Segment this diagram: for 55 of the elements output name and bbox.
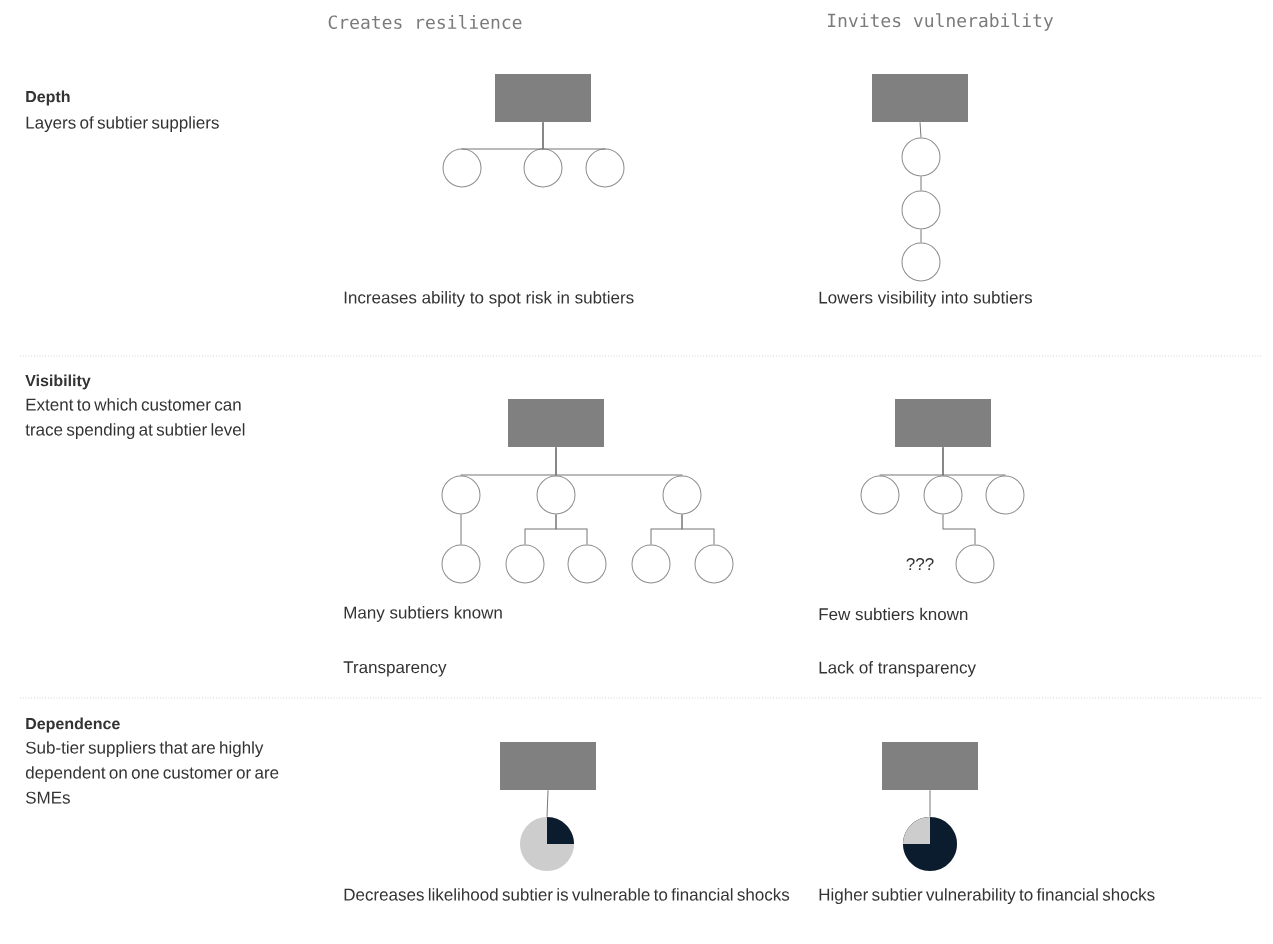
caption: Many subtiers known xyxy=(344,606,502,622)
connector-line xyxy=(681,514,715,545)
supplier-circle xyxy=(662,475,702,515)
supplier-circle xyxy=(441,475,481,515)
row-title: Visibility xyxy=(25,374,91,390)
question-marks: ??? xyxy=(906,558,934,570)
supplier-circle xyxy=(441,544,481,584)
supplier-circle xyxy=(923,475,963,515)
supplier-circle xyxy=(901,242,941,282)
row-description: Layers of subtier suppliers xyxy=(26,116,219,133)
caption: Decreases likelihood subtier is vulnerable to financial shocks xyxy=(344,888,790,901)
connector-line xyxy=(555,446,683,476)
connector-line xyxy=(929,789,931,818)
supplier-circle xyxy=(694,544,734,584)
connector-line xyxy=(920,176,922,191)
row-title: Dependence xyxy=(26,717,120,733)
supplier-circle xyxy=(985,475,1025,515)
supplier-circle xyxy=(631,544,671,584)
connector-line xyxy=(542,121,606,150)
pie-chart xyxy=(903,817,957,871)
caption: Transparency xyxy=(343,661,447,677)
supplier-box xyxy=(495,74,591,122)
supplier-circle xyxy=(901,137,941,177)
supplier-circle xyxy=(505,544,545,584)
supplier-circle xyxy=(567,544,607,584)
connector-line xyxy=(555,514,588,545)
connector-line xyxy=(919,121,922,138)
connector-line xyxy=(546,789,549,818)
row-description: Extent to which customer can trace spending at subtier level xyxy=(25,398,245,440)
pie-chart xyxy=(520,817,574,871)
row-description: Sub-tier suppliers that are highly dependent on one customer or are SMEs xyxy=(25,741,279,804)
supplier-circle xyxy=(955,544,995,584)
supplier-box xyxy=(500,742,596,790)
supplier-box xyxy=(508,399,604,447)
caption: Lowers visibility into subtiers xyxy=(819,291,1032,307)
supplier-box xyxy=(895,399,991,447)
row-title: Depth xyxy=(26,90,70,106)
connector-line xyxy=(460,514,462,545)
caption: Few subtiers known xyxy=(819,607,968,621)
connector-line xyxy=(942,446,1006,476)
supplier-circle xyxy=(442,148,482,188)
supplier-circle xyxy=(585,148,625,188)
supplier-circle xyxy=(536,475,576,515)
supplier-circle xyxy=(860,475,900,515)
supplier-box xyxy=(872,74,968,122)
caption: Increases ability to spot risk in subtiers xyxy=(344,291,634,307)
caption: Lack of transparency xyxy=(819,661,976,677)
supplier-circle xyxy=(523,148,563,188)
column-heading: Invites vulnerability xyxy=(828,13,1054,31)
column-heading: Creates resilience xyxy=(328,14,522,29)
caption: Higher subtier vulnerability to financial shocks xyxy=(819,888,1155,905)
supplier-circle xyxy=(901,190,941,230)
connector-line xyxy=(920,229,922,243)
supplier-box xyxy=(882,742,978,790)
connector-line xyxy=(942,514,976,545)
